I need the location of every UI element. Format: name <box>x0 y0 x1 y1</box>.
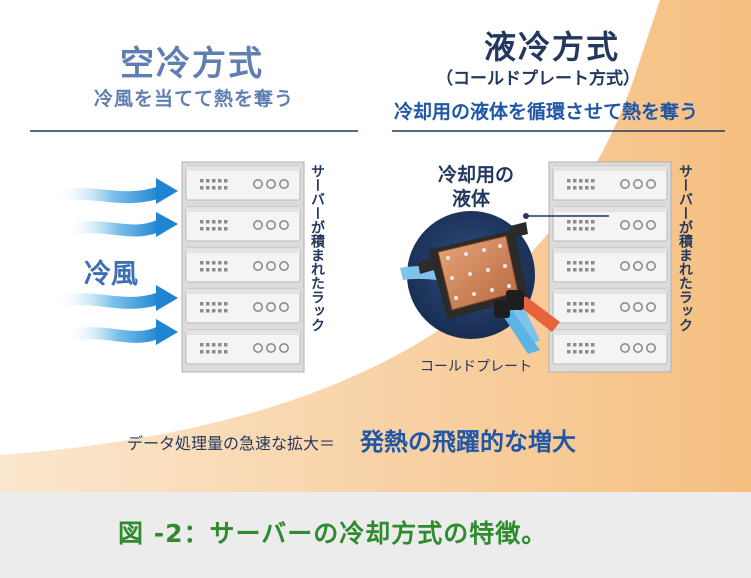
coolant-label-line2: 液体 <box>452 188 491 210</box>
statement-emphasis: 発熱の飛躍的な増大 <box>360 428 576 456</box>
caption-bar: 図 -2：サーバーの冷却方式の特徴。 <box>0 492 751 578</box>
server-rack-left <box>181 161 305 373</box>
right-title: 液冷方式 <box>484 28 621 66</box>
wind-label: 冷風 <box>84 259 138 290</box>
left-subtitle: 冷風を当てて熱を奪う <box>94 88 295 110</box>
cold-plate-icon <box>400 211 560 354</box>
right-title-note: （コールドプレート方式） <box>436 69 640 89</box>
coolant-label-line1: 冷却用の <box>438 164 515 186</box>
wind-arrow-icon <box>52 178 178 345</box>
figure-caption: 図 -2：サーバーの冷却方式の特徴。 <box>118 519 548 548</box>
right-rack-label: サーバーが積まれたラック <box>677 164 693 332</box>
left-title: 空冷方式 <box>120 44 264 84</box>
statement-lead: データ処理量の急速な拡大＝ <box>127 434 336 453</box>
server-rack-right <box>548 161 672 373</box>
left-rack-label: サーバーが積まれたラック <box>309 164 325 332</box>
right-subtitle: 冷却用の液体を循環させて熱を奪う <box>394 101 699 123</box>
cold-plate-label: コールドプレート <box>420 359 532 375</box>
